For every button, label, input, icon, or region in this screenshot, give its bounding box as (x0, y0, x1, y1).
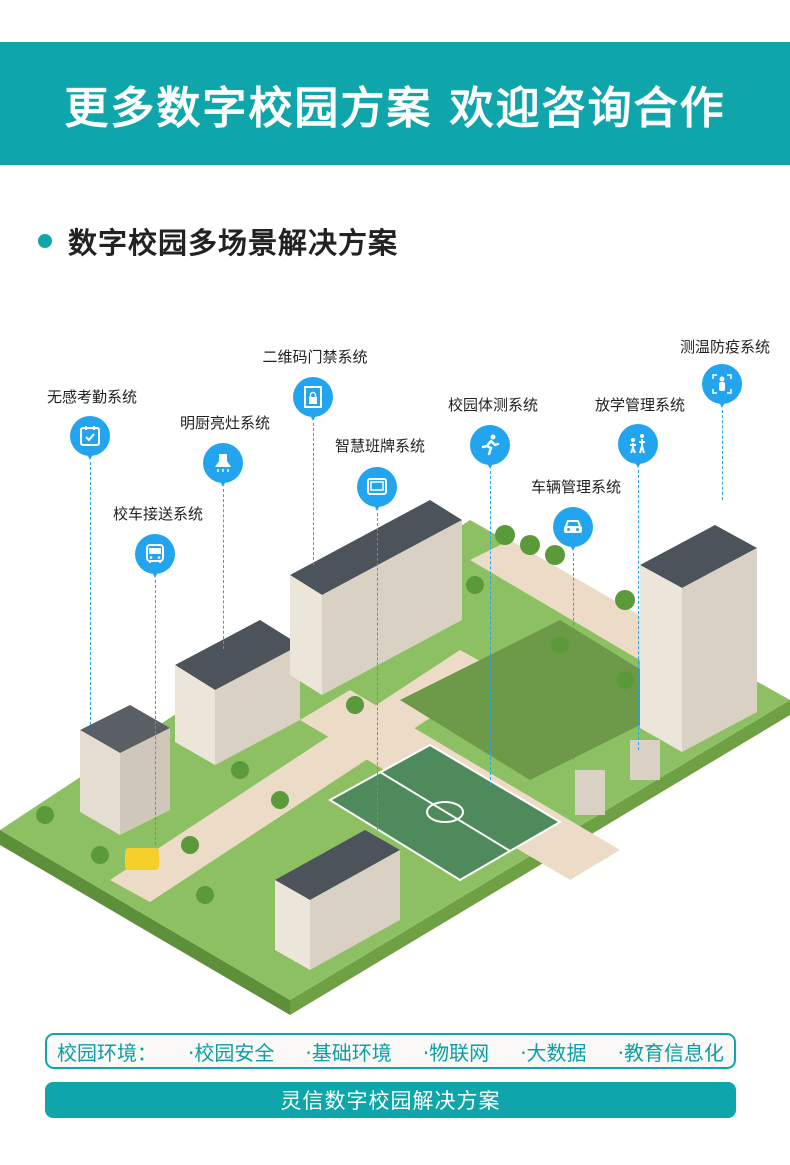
bullet-dot (38, 234, 52, 248)
system-label: 测温防疫系统 (679, 338, 771, 356)
gate-sculpture (575, 740, 660, 815)
school-bus (125, 848, 159, 870)
connector-line (638, 470, 639, 750)
system-label: 智慧班牌系统 (334, 437, 426, 455)
bus-icon (146, 544, 164, 563)
connector-line (377, 513, 378, 830)
system-label: 车辆管理系统 (530, 478, 622, 496)
temperature-scan-icon (712, 374, 732, 394)
system-label: 校园体测系统 (447, 396, 539, 414)
environment-item: ·基础环境 (305, 1040, 392, 1065)
school-bus-pin[interactable] (135, 534, 175, 578)
connector-line (90, 462, 91, 725)
range-hood-icon (215, 454, 231, 472)
campus-environment-bar: 校园环境： ·校园安全 ·基础环境 ·物联网 ·大数据 ·教育信息化 (45, 1033, 736, 1069)
section-title: 数字校园多场景解决方案 (68, 226, 399, 260)
attendance-pin[interactable] (70, 416, 110, 460)
building-front (275, 830, 400, 970)
system-label: 二维码门禁系统 (262, 348, 368, 366)
lawn-shadow (400, 620, 690, 780)
brand-banner: 灵信数字校园解决方案 (45, 1082, 736, 1118)
system-label: 放学管理系统 (594, 396, 686, 414)
kitchen-pin[interactable] (203, 443, 243, 487)
fitness-test-pin[interactable] (470, 425, 510, 469)
header-banner: 更多数字校园方案 欢迎咨询合作 (0, 42, 790, 165)
building-main (290, 500, 462, 695)
environment-item: ·教育信息化 (617, 1040, 724, 1065)
system-label: 明厨亮灶系统 (179, 414, 271, 432)
trees (36, 525, 635, 904)
header-title: 更多数字校园方案 欢迎咨询合作 (64, 82, 726, 134)
vehicle-pin[interactable] (553, 507, 593, 551)
connector-line (490, 471, 491, 785)
environment-item: ·校园安全 (188, 1040, 275, 1065)
environment-item: ·大数据 (520, 1040, 587, 1065)
building-mid-left (175, 620, 300, 765)
building-tower (640, 525, 757, 752)
brand-title: 灵信数字校园解决方案 (280, 1089, 501, 1113)
system-label: 校车接送系统 (112, 505, 204, 523)
section-heading: 数字校园多场景解决方案 (38, 220, 398, 262)
running-icon (481, 434, 500, 456)
class-board-pin[interactable] (357, 467, 397, 511)
qr-access-pin[interactable] (293, 377, 333, 421)
door-lock-icon (304, 386, 322, 408)
campus-illustration (0, 500, 790, 1015)
campus-path (110, 650, 500, 902)
monitor-icon (367, 478, 387, 495)
environment-label: 校园环境： (57, 1040, 157, 1065)
ground-side-left (0, 830, 290, 1015)
building-left-small (80, 705, 170, 835)
connector-line (223, 489, 224, 649)
calendar-check-icon (80, 426, 100, 446)
connector-line (155, 580, 156, 845)
dismissal-pin[interactable] (618, 424, 658, 468)
system-label: 无感考勤系统 (46, 388, 138, 406)
car-icon (564, 520, 582, 533)
connector-line (722, 410, 723, 500)
environment-item: ·物联网 (422, 1040, 490, 1065)
children-icon (630, 434, 645, 454)
temperature-pin[interactable] (702, 364, 742, 408)
connector-line (313, 423, 314, 565)
connector-line (573, 553, 574, 760)
